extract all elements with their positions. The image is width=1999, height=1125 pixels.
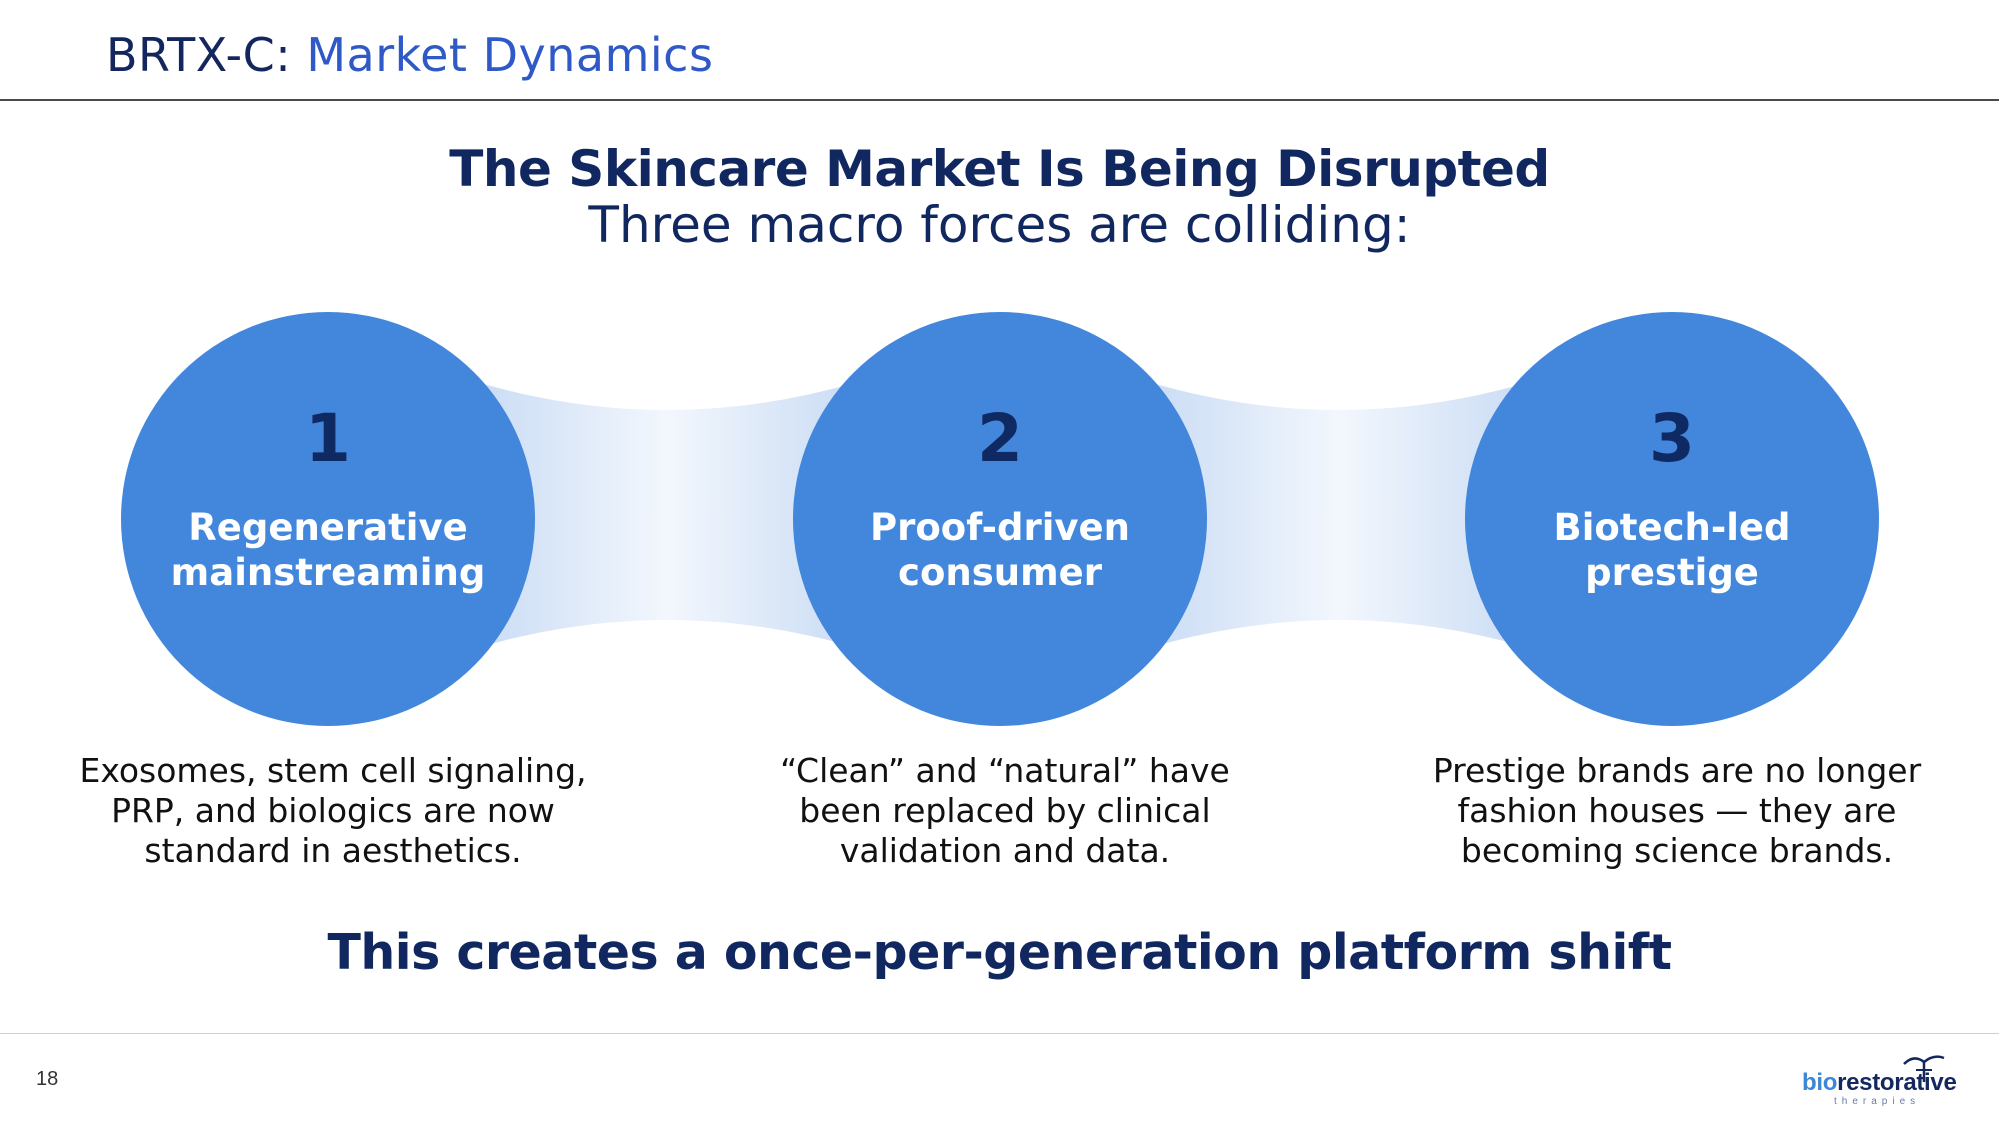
page-number: 18 bbox=[36, 1068, 59, 1090]
title-prefix: BRTX-C: bbox=[106, 28, 307, 82]
force-label-line: Proof-driven bbox=[870, 506, 1130, 549]
force-label: Regenerative mainstreaming bbox=[141, 505, 515, 595]
page-title: BRTX-C: Market Dynamics bbox=[106, 28, 713, 82]
description-line: becoming science brands. bbox=[1460, 831, 1894, 870]
force-number: 1 bbox=[305, 400, 351, 477]
subheadline: Three macro forces are colliding: bbox=[588, 196, 1411, 254]
conclusion-statement: This creates a once-per-generation platf… bbox=[327, 924, 1672, 981]
force-description-2: “Clean” and “natural” have been replaced… bbox=[725, 751, 1285, 871]
force-label-line: Biotech-led bbox=[1553, 506, 1791, 549]
footer-divider bbox=[0, 1033, 1999, 1034]
logo-bio: bio bbox=[1802, 1069, 1838, 1096]
force-circle-1: 1 Regenerative mainstreaming bbox=[121, 312, 535, 726]
description-line: standard in aesthetics. bbox=[144, 831, 522, 870]
force-label: Proof-driven consumer bbox=[813, 505, 1187, 595]
description-line: validation and data. bbox=[839, 831, 1171, 870]
title-accent: Market Dynamics bbox=[306, 28, 714, 82]
header-divider bbox=[0, 99, 1999, 101]
force-label-line: consumer bbox=[898, 551, 1102, 594]
headline: The Skincare Market Is Being Disrupted bbox=[449, 140, 1550, 198]
logo-subtitle: therapies bbox=[1834, 1096, 1921, 1107]
description-line: Prestige brands are no longer bbox=[1432, 751, 1922, 790]
connector-2-3 bbox=[1142, 380, 1536, 650]
description-line: PRP, and biologics are now bbox=[111, 791, 555, 830]
force-description-1: Exosomes, stem cell signaling, PRP, and … bbox=[53, 751, 613, 871]
description-line: been replaced by clinical bbox=[799, 791, 1211, 830]
force-label-line: Regenerative bbox=[188, 506, 468, 549]
logo-wordmark: biorestorative bbox=[1802, 1069, 1957, 1097]
force-number: 3 bbox=[1649, 400, 1695, 477]
force-label-line: prestige bbox=[1585, 551, 1759, 594]
connector-1-2 bbox=[470, 380, 864, 650]
force-circle-3: 3 Biotech-led prestige bbox=[1465, 312, 1879, 726]
force-label: Biotech-led prestige bbox=[1485, 505, 1859, 595]
force-number: 2 bbox=[977, 400, 1023, 477]
logo-restorative: restorative bbox=[1837, 1069, 1957, 1096]
logo-mark-icon bbox=[1903, 1055, 1945, 1082]
description-line: “Clean” and “natural” have bbox=[780, 751, 1230, 790]
force-circle-2: 2 Proof-driven consumer bbox=[793, 312, 1207, 726]
description-line: Exosomes, stem cell signaling, bbox=[79, 751, 587, 790]
company-logo: biorestorative therapies bbox=[1800, 1052, 1960, 1108]
force-label-line: mainstreaming bbox=[170, 551, 486, 594]
force-description-3: Prestige brands are no longer fashion ho… bbox=[1397, 751, 1957, 871]
description-line: fashion houses — they are bbox=[1457, 791, 1897, 830]
